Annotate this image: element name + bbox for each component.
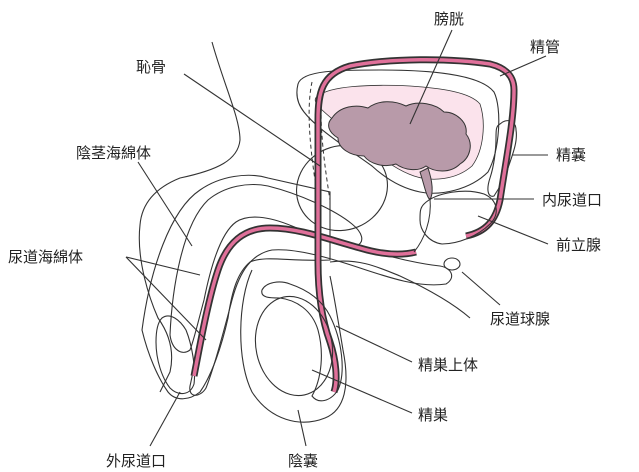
testis <box>246 289 341 403</box>
label-scrotum: 陰嚢 <box>288 452 318 470</box>
corpus-cavernosum <box>170 185 362 353</box>
label-corpus-cavernosum: 陰茎海綿体 <box>76 144 151 162</box>
leader-pubic-bone <box>184 74 320 166</box>
leader-prostate <box>478 216 548 244</box>
bulbourethral-gland <box>444 258 460 270</box>
leader-external-orifice <box>150 392 180 446</box>
label-pubic-bone: 恥骨 <box>136 58 166 76</box>
label-testis: 精巣 <box>418 406 448 424</box>
label-external-urethral-orifice: 外尿道口 <box>106 452 166 470</box>
label-vas-deferens: 精管 <box>530 38 560 56</box>
leader-vas-deferens <box>500 56 546 76</box>
label-bladder: 膀胱 <box>434 10 464 28</box>
leader-bulbourethral <box>462 272 500 305</box>
leader-epididymis <box>336 326 412 362</box>
leader-urethral-corpus-a <box>126 257 200 275</box>
label-epididymis: 精巣上体 <box>418 356 478 374</box>
bladder-mucosa <box>329 102 471 171</box>
bladder <box>297 70 499 200</box>
label-internal-urethral-orifice: 内尿道口 <box>542 191 602 209</box>
leader-scrotum <box>298 410 306 446</box>
label-bulbourethral-gland: 尿道球腺 <box>490 310 550 328</box>
label-corpus-spongiosum: 尿道海綿体 <box>8 248 83 266</box>
label-seminal-vesicle: 精嚢 <box>556 146 586 164</box>
leader-urethral-corpus-b <box>126 257 206 340</box>
label-prostate: 前立腺 <box>556 236 601 254</box>
leader-testis <box>312 370 412 413</box>
